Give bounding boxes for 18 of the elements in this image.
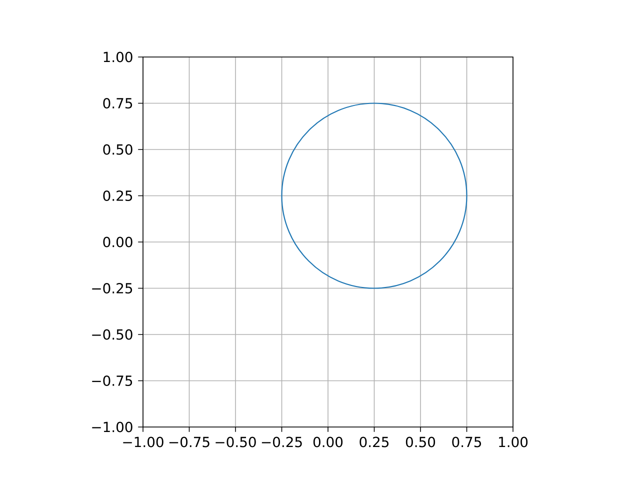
- y-tick-label: −1.00: [92, 422, 132, 432]
- x-tick-label: 0.50: [406, 436, 436, 448]
- x-tick-label: −1.00: [123, 436, 164, 448]
- y-tick-label: 0.75: [103, 98, 132, 109]
- y-tick-label: 1.00: [104, 52, 132, 62]
- y-tick-label: 0.25: [103, 190, 132, 202]
- y-tick-label: 0.00: [103, 236, 132, 248]
- y-tick-label: 0.50: [103, 144, 132, 155]
- y-tick-label: −0.25: [92, 282, 132, 294]
- x-tick-label: −0.75: [169, 436, 210, 448]
- x-tick-label: 0.00: [313, 436, 343, 448]
- x-tick-label: 0.75: [452, 436, 481, 448]
- x-tick-label: 0.25: [360, 436, 388, 448]
- x-tick-label: −0.50: [216, 436, 256, 448]
- x-tick-label: 1.00: [499, 436, 528, 448]
- x-tick-label: −0.25: [262, 436, 302, 448]
- y-tick-label: −0.50: [92, 329, 132, 340]
- y-tick-label: −0.75: [92, 375, 132, 386]
